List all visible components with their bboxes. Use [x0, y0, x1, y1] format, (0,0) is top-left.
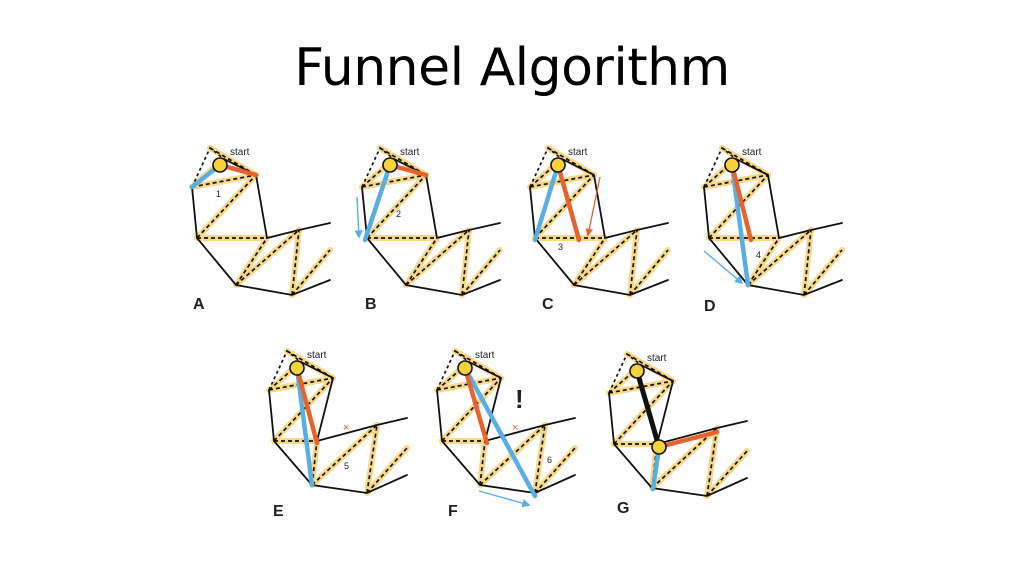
right-edge [656, 429, 720, 450]
apex-node [457, 360, 473, 376]
move-arrow [585, 176, 601, 237]
apex-node [212, 157, 228, 173]
right-edge [294, 365, 320, 446]
portal-number: 5 [344, 461, 349, 471]
portal-number: 3 [558, 242, 563, 252]
right-edge [729, 162, 754, 243]
panel-label: B [365, 296, 377, 313]
start-label: start [647, 353, 667, 364]
right-edge [555, 162, 582, 243]
panel-f: start ! × 6 F [437, 350, 575, 520]
left-edge [362, 162, 393, 243]
apex-node [382, 157, 398, 173]
start-label: start [307, 350, 327, 361]
left-edge [294, 365, 315, 488]
move-arrow [354, 196, 363, 239]
apex-node [651, 439, 667, 455]
alert-mark: ! [515, 384, 524, 414]
path-segment [634, 368, 662, 450]
panel-label: G [617, 500, 629, 517]
left-edge [729, 162, 751, 288]
portal-number: 6 [547, 455, 552, 465]
move-arrow [703, 250, 744, 285]
left-edge [462, 365, 538, 499]
apex-node [550, 157, 566, 173]
start-label: start [400, 147, 420, 158]
panel-c: start 3 C [530, 147, 668, 313]
panel-g: start G [609, 353, 747, 517]
panel-label: A [193, 296, 205, 313]
panel-label: D [704, 298, 716, 315]
start-label: start [568, 147, 588, 158]
panel-e: start × 5 E [269, 350, 407, 520]
portal-number: 1 [216, 189, 221, 199]
panel-label: E [273, 503, 284, 520]
start-node [629, 363, 645, 379]
start-label: start [742, 147, 762, 158]
portal-number: 4 [756, 250, 761, 260]
panel-d: start 4 D [704, 147, 842, 315]
slide-title: Funnel Algorithm [294, 38, 730, 98]
panel-label: C [542, 296, 554, 313]
panel-a: start 1 A [192, 147, 330, 313]
left-edge [532, 162, 561, 243]
rejected-mark: × [343, 422, 349, 434]
portal-number: 2 [396, 209, 401, 219]
move-arrow [478, 490, 531, 508]
right-edge [462, 365, 490, 446]
panel-label: F [448, 503, 458, 520]
start-label: start [230, 147, 250, 158]
apex-node [724, 157, 740, 173]
apex-node [289, 360, 305, 376]
panel-b: start 2 B [354, 147, 500, 313]
start-label: start [475, 350, 495, 361]
rejected-mark: × [512, 422, 518, 434]
